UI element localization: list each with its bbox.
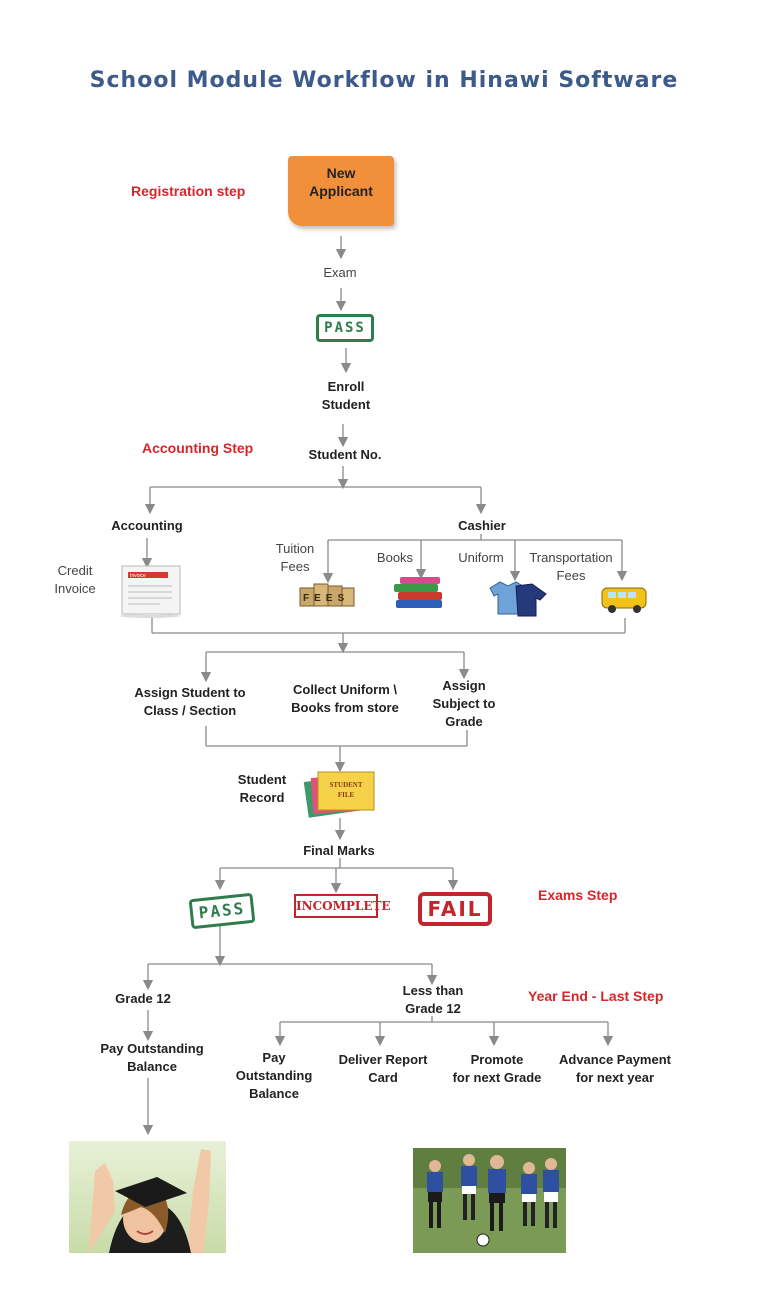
student-file-icon: STUDENT FILE	[303, 771, 375, 818]
soccer-kids-illustration	[413, 1148, 566, 1253]
fees-blocks-text: FEES	[303, 593, 349, 604]
less-than-grade-12-line-2: Grade 12	[405, 1001, 461, 1016]
credit-invoice-line-2: Invoice	[54, 581, 96, 596]
tuition-fees-line-1: Tuition	[275, 541, 315, 556]
tuition-fees-label: Tuition Fees	[266, 540, 324, 576]
result-incomplete-stamp-icon: INCOMPLETE	[294, 894, 391, 918]
registration-step-label: Registration step	[131, 183, 246, 199]
advance-payment-line-2: for next year	[575, 1070, 655, 1085]
enroll-student-line-2: Student	[321, 397, 371, 412]
graduate-photo	[69, 1141, 226, 1253]
pay-outstanding-balance-label: Pay Outstanding Balance	[82, 1040, 222, 1076]
school-bus-icon	[601, 587, 647, 613]
less-than-grade-12-label: Less than Grade 12	[388, 982, 478, 1018]
invoice-icon-label: Invoice	[130, 573, 146, 579]
promote-line-1: Promote	[470, 1052, 524, 1067]
assign-subject-line-1: Assign	[442, 678, 486, 693]
exams-step-label: Exams Step	[538, 887, 618, 903]
accounting-step-label: Accounting Step	[142, 440, 254, 456]
deliver-report-card-label: Deliver Report Card	[326, 1051, 440, 1087]
pay-outstanding-line-2: Balance	[127, 1059, 177, 1074]
pay-outstanding-2-line-3: Balance	[249, 1086, 299, 1101]
pay-outstanding-balance-2-label: Pay Outstanding Balance	[224, 1049, 324, 1103]
tuition-fees-line-2: Fees	[280, 559, 310, 574]
result-fail-stamp-icon: FAIL	[418, 892, 492, 926]
pay-outstanding-2-line-1: Pay	[262, 1050, 286, 1065]
student-no-label: Student No.	[308, 447, 382, 462]
books-icon	[394, 577, 442, 608]
year-end-step-label: Year End - Last Step	[528, 988, 664, 1004]
promote-line-2: for next Grade	[452, 1070, 542, 1085]
new-applicant-box: New Applicant	[288, 156, 394, 226]
deliver-report-line-1: Deliver Report	[338, 1052, 428, 1067]
assign-subject-line-2: Subject to	[432, 696, 496, 711]
student-record-line-2: Record	[239, 790, 285, 805]
promote-next-grade-label: Promote for next Grade	[442, 1051, 552, 1087]
invoice-icon: Invoice	[120, 565, 181, 618]
transportation-fees-line-1: Transportation	[529, 550, 613, 565]
assign-subject-line-3: Grade	[445, 714, 483, 729]
student-file-label-1: STUDENT	[329, 781, 362, 789]
page-title: School Module Workflow in Hinawi Softwar…	[89, 68, 679, 93]
credit-invoice-line-1: Credit	[57, 563, 93, 578]
books-label: Books	[376, 550, 414, 565]
uniform-label: Uniform	[458, 550, 504, 565]
pay-outstanding-line-1: Pay Outstanding	[100, 1041, 204, 1056]
advance-payment-label: Advance Payment for next year	[550, 1051, 680, 1087]
collect-uniform-line-2: Books from store	[291, 700, 399, 715]
accounting-label: Accounting	[111, 518, 183, 533]
assign-class-line-2: Class / Section	[143, 703, 237, 718]
fees-blocks-icon: FEES	[299, 583, 355, 607]
transportation-fees-line-2: Fees	[556, 568, 586, 583]
advance-payment-line-1: Advance Payment	[559, 1052, 671, 1067]
assign-class-label: Assign Student to Class / Section	[120, 684, 260, 720]
collect-uniform-line-1: Collect Uniform \	[292, 682, 397, 697]
soccer-kids-photo	[413, 1148, 566, 1253]
new-applicant-line-2: Applicant	[309, 183, 373, 199]
deliver-report-line-2: Card	[368, 1070, 398, 1085]
collect-uniform-label: Collect Uniform \ Books from store	[275, 681, 415, 717]
student-file-label-2: FILE	[338, 791, 355, 799]
cashier-label: Cashier	[458, 518, 506, 533]
final-marks-label: Final Marks	[303, 843, 375, 858]
transportation-fees-label: Transportation Fees	[519, 549, 623, 585]
credit-invoice-label: Credit Invoice	[44, 562, 106, 598]
enroll-student-label: Enroll Student	[301, 378, 391, 414]
less-than-grade-12-line-1: Less than	[402, 983, 464, 998]
assign-class-line-1: Assign Student to	[134, 685, 246, 700]
student-record-label: Student Record	[222, 771, 302, 807]
exam-label: Exam	[323, 265, 357, 280]
enroll-student-line-1: Enroll	[327, 379, 365, 394]
pass-stamp-icon: PASS	[316, 314, 374, 342]
student-record-line-1: Student	[237, 772, 287, 787]
pay-outstanding-2-line-2: Outstanding	[235, 1068, 313, 1083]
assign-subject-label: Assign Subject to Grade	[421, 677, 507, 731]
grade-12-label: Grade 12	[115, 991, 171, 1006]
new-applicant-line-1: New	[326, 165, 356, 181]
uniform-icon	[489, 581, 547, 617]
graduate-photo-illustration	[69, 1141, 226, 1253]
